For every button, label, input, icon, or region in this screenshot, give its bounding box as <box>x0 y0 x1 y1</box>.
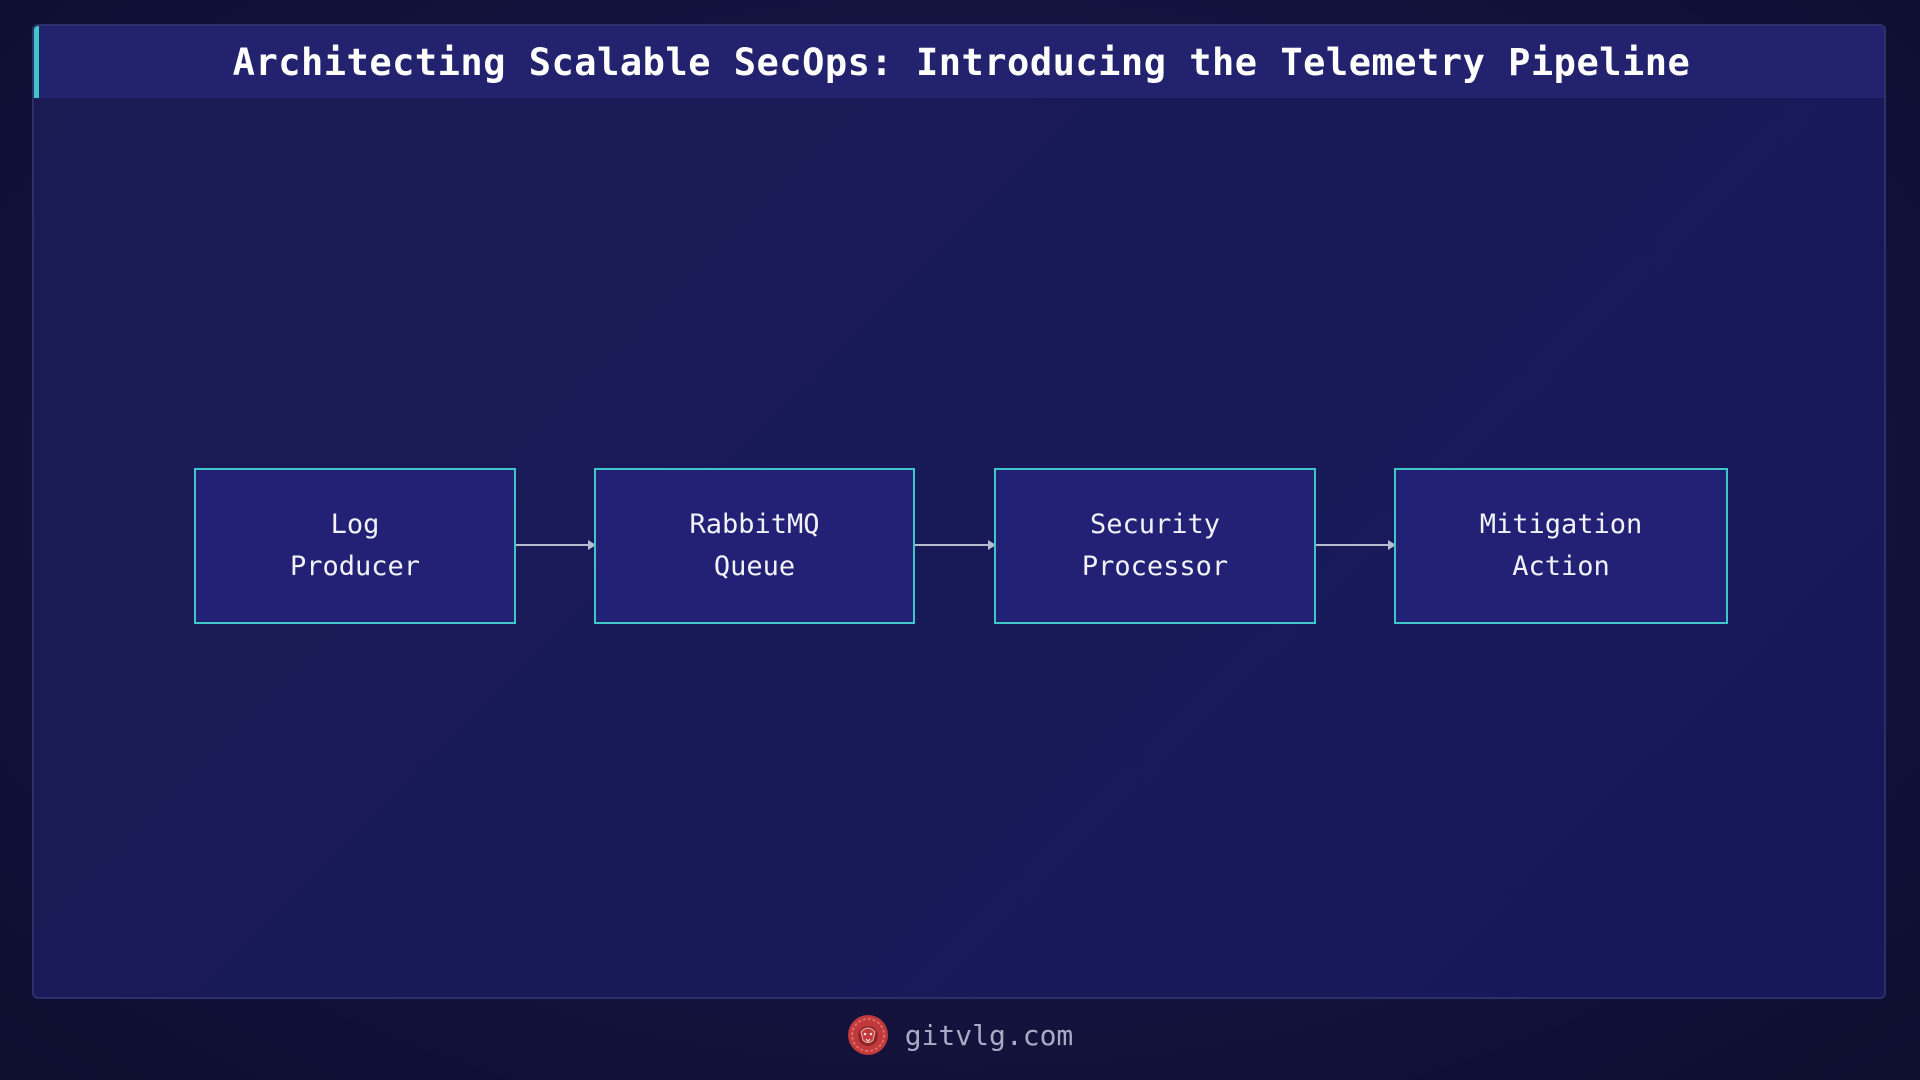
node-rabbitmq-queue: RabbitMQ Queue <box>594 468 915 624</box>
node-label-line1: Mitigation <box>1479 509 1643 540</box>
arrow-processor-to-action <box>1316 540 1396 550</box>
node-log-producer: Log Producer <box>194 468 516 624</box>
footer-site-link[interactable]: gitvlg.com <box>904 1018 1074 1052</box>
title-bar: Architecting Scalable SecOps: Introducin… <box>34 26 1884 98</box>
footer: gitvlg.com <box>0 1010 1920 1060</box>
arrow-log-to-queue <box>516 540 596 550</box>
node-mitigation-action: Mitigation Action <box>1394 468 1728 624</box>
node-label-line1: RabbitMQ <box>689 509 820 540</box>
page-title: Architecting Scalable SecOps: Introducin… <box>232 40 1691 84</box>
node-security-processor: Security Processor <box>994 468 1316 624</box>
slide-frame: Architecting Scalable SecOps: Introducin… <box>32 24 1886 999</box>
arrow-queue-to-processor <box>915 540 996 550</box>
node-label-line1: Log <box>330 509 380 540</box>
node-label-line1: Security <box>1089 509 1221 540</box>
node-label-line2: Queue <box>713 551 796 582</box>
node-label-line2: Producer <box>289 551 421 582</box>
node-label-line2: Processor <box>1081 551 1229 582</box>
lion-head-icon <box>847 1015 888 1055</box>
pipeline-diagram: Log Producer RabbitMQ Queue Security Pro… <box>34 26 1884 997</box>
node-label-line2: Action <box>1512 551 1610 582</box>
